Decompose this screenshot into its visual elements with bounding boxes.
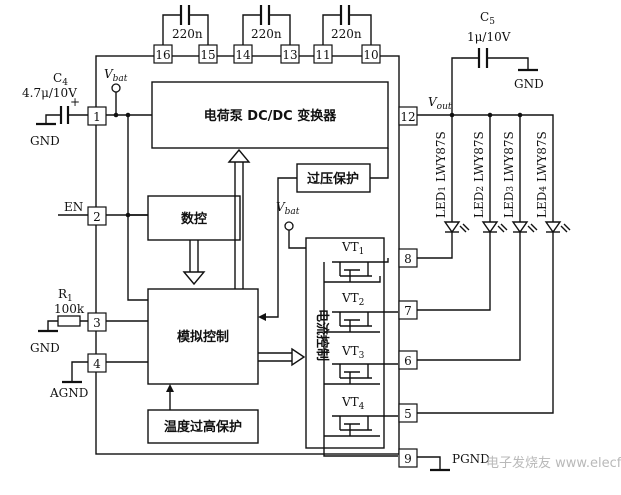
pin-6: 6 [398, 350, 418, 370]
pin-12: 12 [398, 106, 418, 126]
flying-cap-1 [162, 5, 209, 56]
c5-name: C5 [480, 10, 495, 27]
pin-14: 14 [233, 44, 253, 64]
current-gnd-rail [323, 262, 398, 457]
overvoltage-block [296, 163, 371, 193]
led-2-label: LED2LWY87S [472, 131, 486, 218]
svg-text:14: 14 [235, 48, 251, 62]
pgnd-wire [417, 456, 441, 470]
svg-text:11: 11 [315, 48, 330, 62]
pin-4: 4 [87, 353, 107, 373]
c4-capacitor [36, 106, 88, 126]
analog-control-label: 模拟控制 [177, 329, 229, 345]
flying-cap-3 [322, 5, 372, 56]
pgnd-label: PGND [452, 452, 490, 466]
overvoltage-feedback [258, 148, 389, 321]
flying-cap-1-value: 220n [172, 27, 203, 41]
svg-text:13: 13 [282, 48, 297, 62]
svg-text:16: 16 [155, 48, 170, 62]
pin-10: 10 [361, 44, 381, 64]
svg-text:5: 5 [404, 407, 412, 421]
current-control-block [305, 237, 385, 449]
analog-control-block [147, 288, 259, 385]
vt3-label: VT3 [341, 344, 365, 361]
agnd-label: AGND [49, 386, 88, 400]
led-1 [417, 115, 470, 259]
svg-text:8: 8 [404, 252, 412, 266]
over-temp-block [147, 409, 259, 444]
vbat-terminal-2 [284, 221, 294, 231]
c5-value: 1μ/10V [467, 30, 511, 44]
transistor-vt2 [324, 311, 398, 333]
pin-1: 1 [87, 106, 107, 126]
r1-value: 100k [54, 302, 85, 316]
overvoltage-label: 过压保护 [307, 171, 359, 187]
svg-text:7: 7 [404, 304, 412, 318]
svg-text:15: 15 [200, 48, 215, 62]
analog-to-current-arrow [258, 347, 306, 367]
pin-8: 8 [398, 248, 418, 268]
vbat-terminal [111, 83, 121, 93]
pin-3: 3 [87, 312, 107, 332]
led-1-label: LED1LWY87S [434, 131, 448, 218]
pin-16: 16 [153, 44, 173, 64]
digital-control-label: 数控 [181, 211, 207, 227]
gnd-label-c5: GND [514, 77, 544, 91]
flying-cap-2-value: 220n [251, 27, 282, 41]
led-4-label: LED4LWY87S [535, 131, 549, 218]
current-control-label: 电流控制 [314, 309, 330, 361]
svg-text:2: 2 [93, 210, 101, 224]
svg-text:12: 12 [400, 110, 415, 124]
r1-name: R1 [58, 287, 73, 304]
c4-name: C4 [53, 71, 68, 88]
pin-2: 2 [87, 206, 107, 226]
vout-label: Vout [428, 95, 452, 112]
digital-control-block [147, 195, 241, 241]
overtemp-to-analog-arrow [166, 384, 174, 410]
flying-cap-3-value: 220n [331, 27, 362, 41]
pin-11: 11 [313, 44, 333, 64]
transistor-vt3 [324, 363, 398, 385]
c4-value: 4.7μ/10V [22, 86, 77, 100]
svg-text:6: 6 [404, 354, 412, 368]
svg-text:10: 10 [363, 48, 378, 62]
pin-5: 5 [398, 403, 418, 423]
led-3-label: LED3LWY87S [502, 131, 516, 218]
pin-7: 7 [398, 300, 418, 320]
pin-9: 9 [398, 448, 418, 468]
pin-13: 13 [280, 44, 300, 64]
transistor-vt4 [324, 415, 398, 437]
svg-text:4: 4 [93, 357, 101, 371]
svg-text:3: 3 [93, 316, 101, 330]
vbat2-wire [288, 230, 306, 249]
digital-to-analog-arrow [182, 240, 206, 286]
led-4 [417, 125, 571, 414]
led-2 [417, 115, 508, 311]
svg-text:9: 9 [404, 452, 412, 466]
gnd-label-r1: GND [30, 341, 60, 355]
vt1-label: VT1 [341, 240, 364, 257]
flying-cap-2 [242, 5, 291, 56]
c4-plus: + [70, 95, 80, 109]
analog-to-chargepump-arrow [227, 148, 251, 289]
vt4-label: VT4 [341, 395, 365, 412]
gnd-label-c4: GND [30, 134, 60, 148]
charge-pump-label: 电荷泵 DC/DC 变换器 [204, 108, 337, 124]
vout-bus [417, 57, 554, 125]
vbat-label: Vbat [104, 67, 128, 84]
pin-15: 15 [198, 44, 218, 64]
led-3 [417, 115, 538, 361]
vt2-label: VT2 [341, 291, 364, 308]
charge-pump-block [151, 81, 389, 149]
en-label: EN [64, 200, 83, 214]
r1-resistor [38, 315, 88, 333]
svg-text:1: 1 [93, 110, 101, 124]
over-temp-label: 温度过高保护 [164, 419, 242, 435]
vbat-label-2: Vbat [276, 200, 300, 217]
watermark: 电子发烧友 www.elecfans.com [486, 455, 621, 471]
agnd-wire [71, 361, 88, 382]
transistor-vt1 [324, 258, 389, 283]
